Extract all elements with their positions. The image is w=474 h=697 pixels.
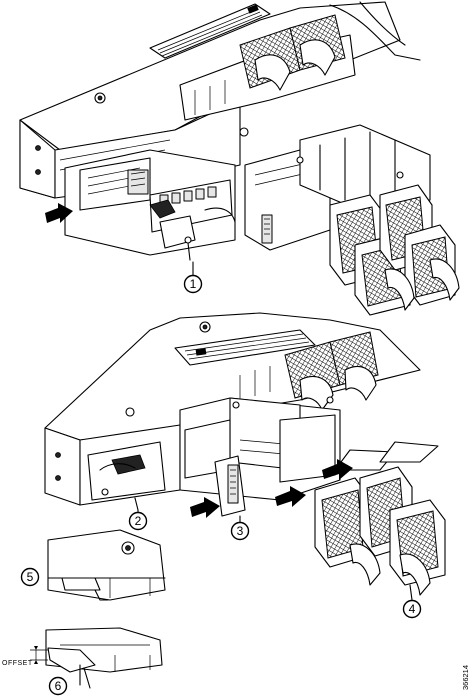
callout-5: 5 bbox=[20, 567, 40, 587]
fan-modules-top bbox=[329, 184, 460, 316]
callout-2: 2 bbox=[128, 509, 148, 531]
svg-text:3: 3 bbox=[237, 524, 244, 538]
svg-text:5: 5 bbox=[27, 570, 34, 584]
insert-arrow-top bbox=[45, 203, 73, 223]
connector-board bbox=[214, 455, 246, 523]
fan-modules-bottom bbox=[314, 441, 446, 601]
top-chassis-illustration bbox=[19, 1, 460, 316]
rear-fan-modules-top bbox=[239, 14, 346, 91]
callout-6: 6 bbox=[48, 676, 68, 696]
callout-4: 4 bbox=[402, 599, 422, 619]
figure-id: 366214 bbox=[461, 665, 470, 690]
svg-text:1: 1 bbox=[190, 277, 197, 291]
svg-text:6: 6 bbox=[55, 679, 62, 693]
warning-label bbox=[149, 3, 271, 59]
callout-3: 3 bbox=[230, 521, 250, 541]
offset-label: OFFSET bbox=[2, 660, 33, 667]
empty-bay-cage bbox=[179, 396, 341, 501]
detail-6-offset bbox=[30, 627, 163, 689]
svg-text:2: 2 bbox=[135, 514, 142, 528]
detail-5-aligned bbox=[47, 529, 166, 601]
power-supply-module-top bbox=[64, 149, 236, 261]
insert-arrow-fan-2 bbox=[322, 459, 353, 480]
svg-text:4: 4 bbox=[409, 602, 416, 616]
insert-arrow-fan-1 bbox=[275, 486, 306, 507]
warning-label-bottom bbox=[174, 329, 316, 366]
insert-arrow-psu bbox=[190, 497, 220, 518]
bottom-chassis-illustration bbox=[44, 312, 446, 601]
callout-1: 1 bbox=[183, 274, 203, 294]
